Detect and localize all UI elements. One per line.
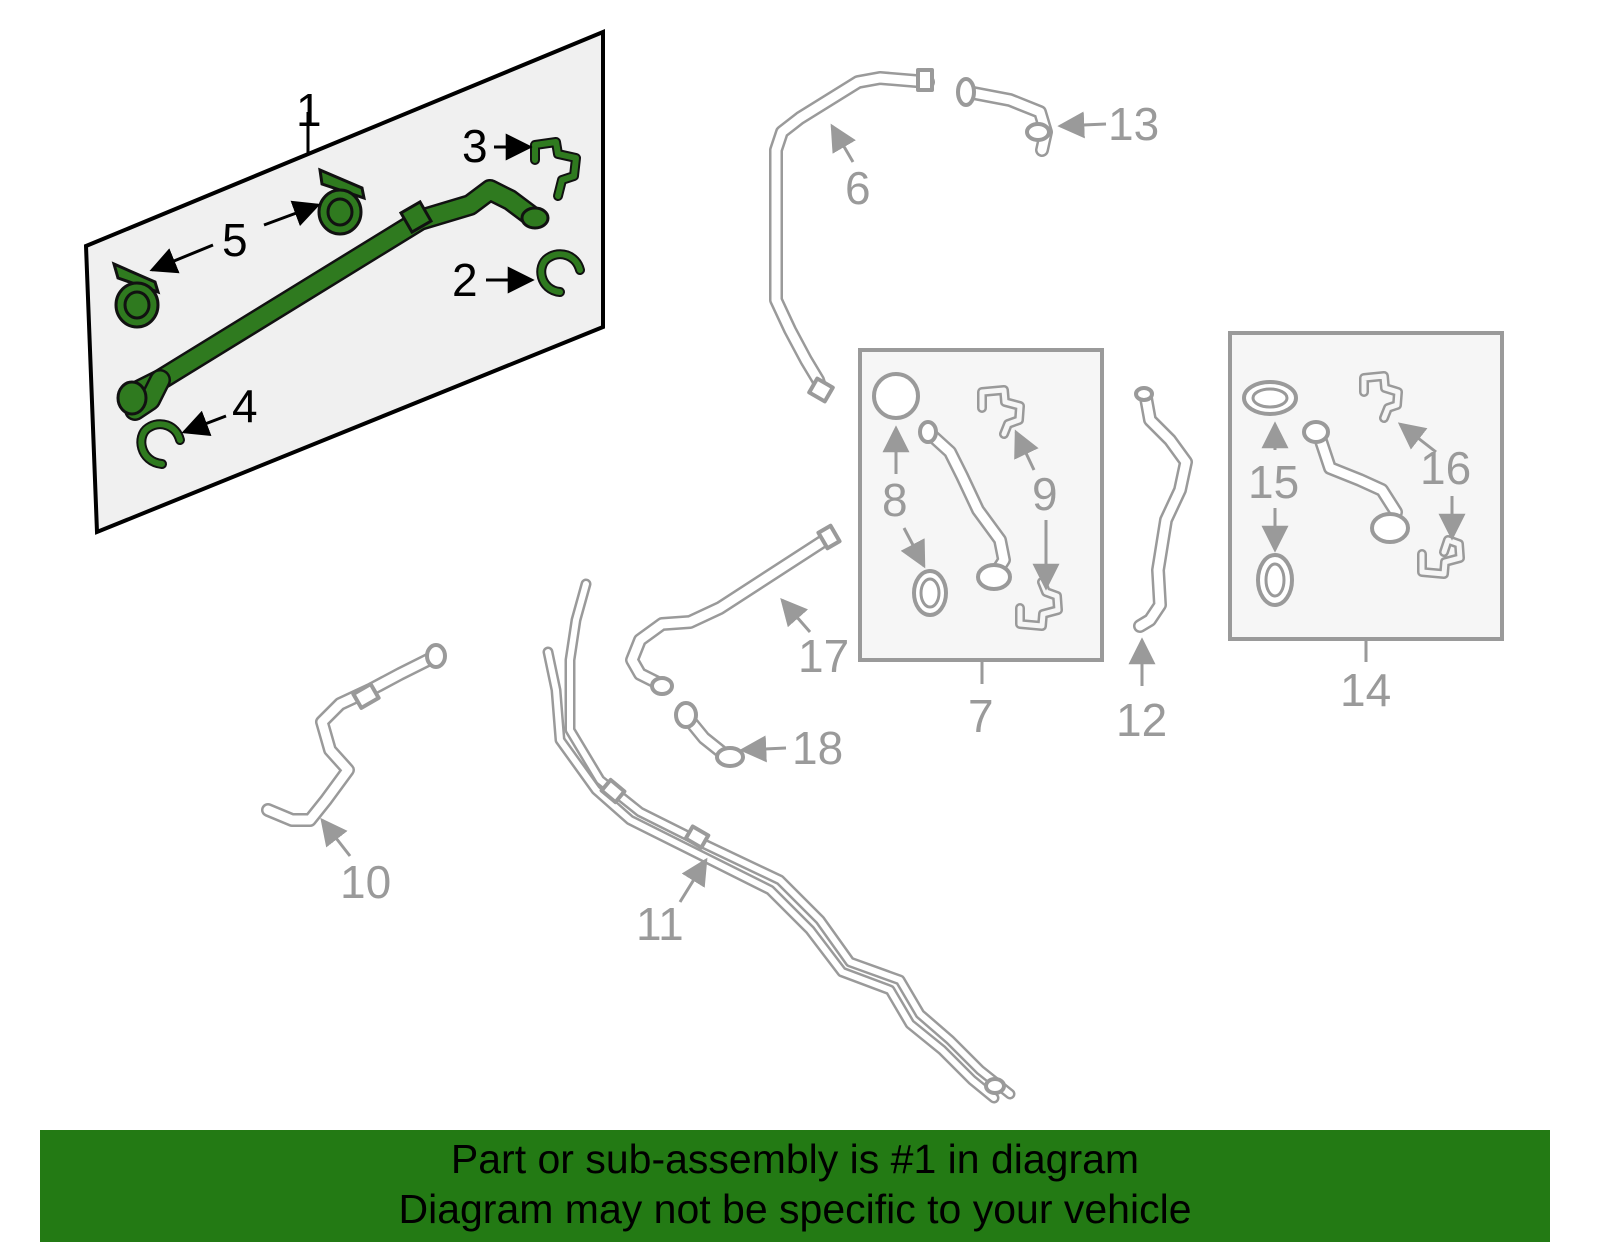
clip-part-9-bottom[interactable] bbox=[1015, 577, 1063, 631]
callout-15: 15 bbox=[1248, 456, 1299, 508]
o-ring-part-15-bottom[interactable] bbox=[1256, 553, 1294, 607]
clip-part-2[interactable] bbox=[536, 249, 585, 297]
hose-part-12[interactable] bbox=[1133, 386, 1193, 633]
callout-11: 11 bbox=[636, 898, 684, 950]
hose-part-14[interactable] bbox=[1302, 420, 1410, 544]
callout-18: 18 bbox=[792, 722, 843, 774]
callout-6: 6 bbox=[845, 162, 871, 214]
tube-part-6[interactable] bbox=[769, 68, 935, 404]
hose-part-10[interactable] bbox=[261, 643, 447, 827]
callout-3: 3 bbox=[462, 120, 488, 172]
clamp-part-5-left[interactable] bbox=[111, 261, 161, 329]
callout-12: 12 bbox=[1116, 694, 1167, 746]
o-ring-part-8-top[interactable] bbox=[872, 372, 920, 420]
footer-banner: Part or sub-assembly is #1 in diagram Di… bbox=[40, 1130, 1550, 1242]
o-ring-part-15-top[interactable] bbox=[1242, 380, 1298, 416]
clip-part-4[interactable] bbox=[136, 419, 185, 469]
callout-1: 1 bbox=[296, 84, 322, 136]
callout-16: 16 bbox=[1420, 442, 1471, 494]
footer-line-2: Diagram may not be specific to your vehi… bbox=[398, 1186, 1192, 1232]
callout-4: 4 bbox=[232, 380, 258, 432]
callout-13: 13 bbox=[1108, 98, 1159, 150]
hose-part-7[interactable] bbox=[918, 420, 1012, 591]
clip-part-3[interactable] bbox=[530, 137, 581, 201]
clip-part-9-top[interactable] bbox=[977, 385, 1025, 439]
footer-line-1: Part or sub-assembly is #1 in diagram bbox=[450, 1136, 1140, 1182]
callout-10: 10 bbox=[340, 856, 391, 908]
callout-9: 9 bbox=[1032, 468, 1058, 520]
tube-part-17[interactable] bbox=[625, 523, 842, 696]
assembly-1-panel[interactable]: 1 5 3 bbox=[83, 29, 605, 535]
clip-part-16-top[interactable] bbox=[1359, 371, 1403, 423]
parts-diagram: 1 5 3 bbox=[83, 29, 1504, 1104]
hose-part-13[interactable] bbox=[956, 77, 1053, 157]
callout-8: 8 bbox=[882, 474, 908, 526]
callout-7: 7 bbox=[968, 690, 994, 742]
kit-box-part-14[interactable]: 15 16 bbox=[1228, 331, 1504, 641]
tube-part-11[interactable] bbox=[542, 578, 1016, 1104]
hose-part-18[interactable] bbox=[674, 701, 745, 768]
clamp-part-5-right[interactable] bbox=[317, 167, 366, 236]
callout-17: 17 bbox=[798, 630, 849, 682]
o-ring-part-8-bottom[interactable] bbox=[912, 569, 948, 617]
coolant-tube-part-1[interactable] bbox=[116, 179, 550, 421]
kit-box-part-7[interactable]: 8 9 bbox=[858, 348, 1104, 662]
callout-14: 14 bbox=[1340, 664, 1391, 716]
callout-2: 2 bbox=[452, 254, 478, 306]
callout-5: 5 bbox=[222, 214, 248, 266]
